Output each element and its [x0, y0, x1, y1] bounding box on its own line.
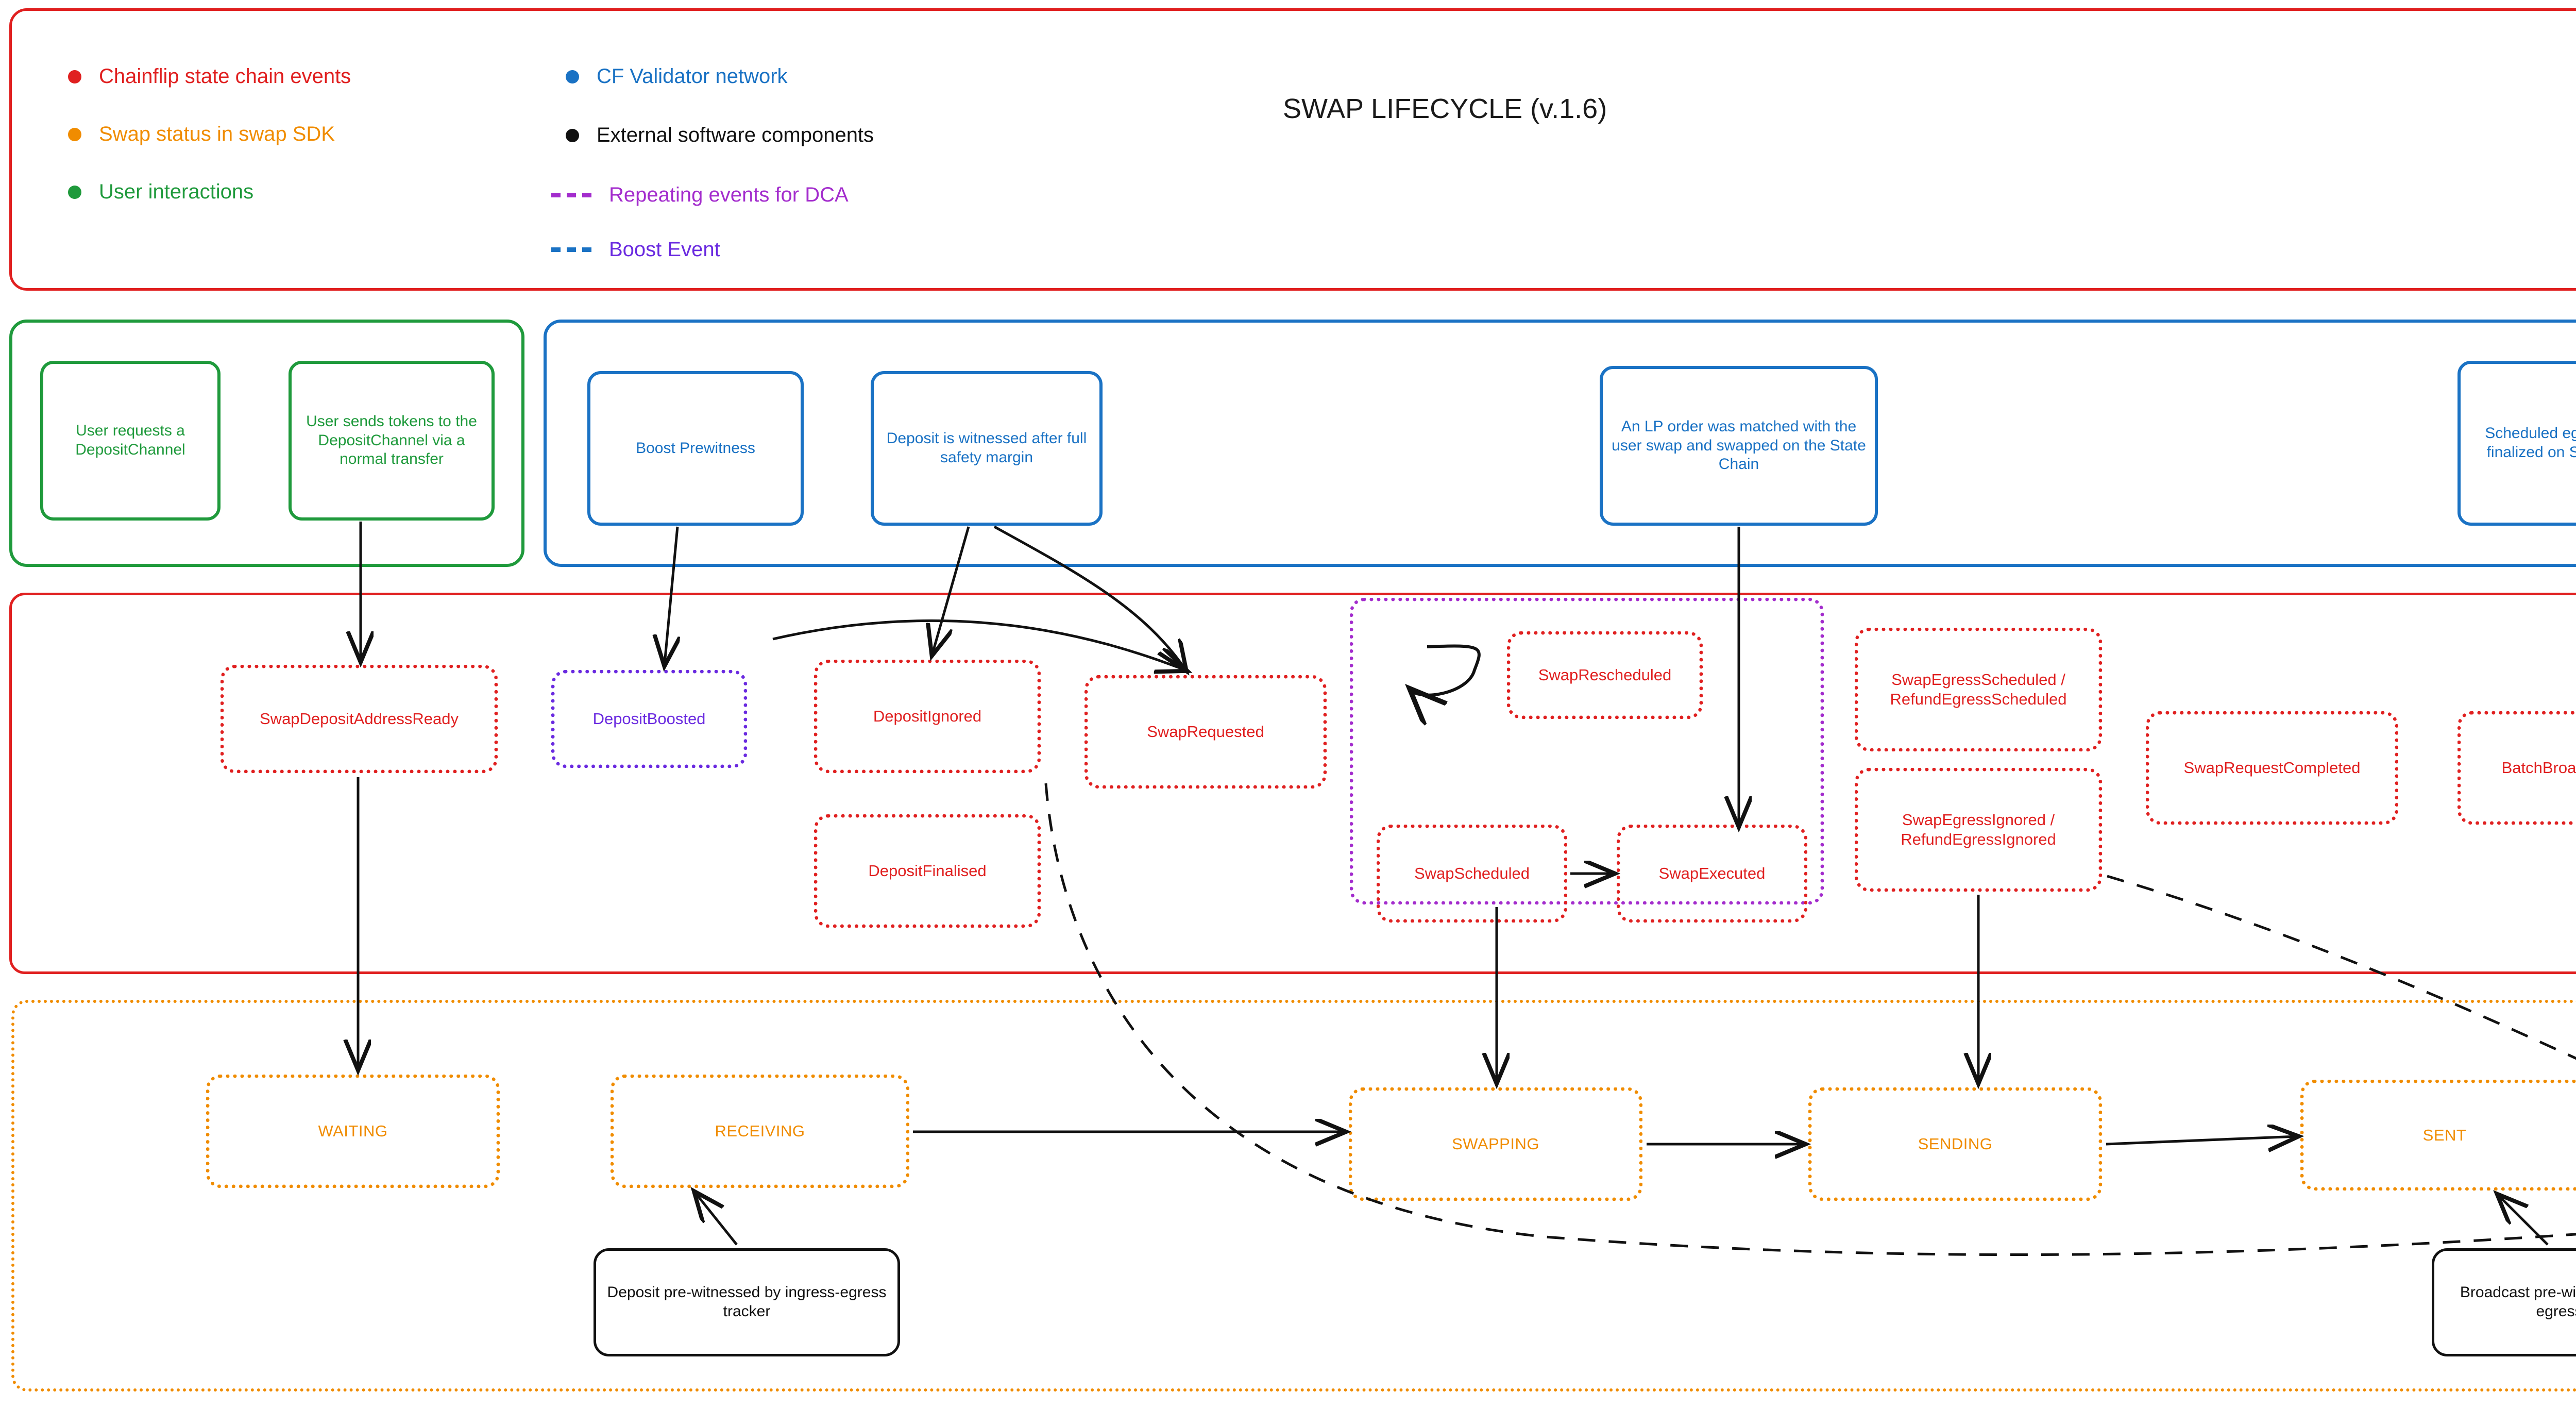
note-label: Broadcast pre-witnessed by ingress-egres… [2460, 1284, 2576, 1320]
node-label: An LP order was matched with the user sw… [1612, 418, 1866, 473]
legend-label: Swap status in swap SDK [99, 123, 335, 145]
legend-item-6: Boost Event [551, 238, 720, 261]
swap-sdk-status-container [11, 1000, 2576, 1392]
node-status-receiving[interactable]: RECEIVING [611, 1075, 909, 1188]
node-status-swapping[interactable]: SWAPPING [1349, 1087, 1642, 1201]
node-label: DepositFinalised [868, 862, 987, 880]
validator-network-container [544, 320, 2576, 567]
node-label: SWAPPING [1452, 1135, 1539, 1153]
node-lp-order-matched[interactable]: An LP order was matched with the user sw… [1600, 366, 1878, 526]
node-label: Deposit is witnessed after full safety m… [886, 430, 1087, 466]
node-label: SwapExecuted [1658, 864, 1766, 883]
node-label: BatchBroadcastRequested [2501, 759, 2576, 777]
legend-label: Chainflip state chain events [99, 65, 351, 88]
node-label: SwapEgressScheduled / RefundEgressSchedu… [1890, 671, 2067, 708]
node-label: SENT [2422, 1126, 2467, 1144]
node-user-requests-deposit-channel[interactable]: User requests a DepositChannel [40, 361, 221, 521]
legend-dot-icon [566, 70, 579, 83]
node-label: DepositBoosted [592, 710, 706, 728]
node-label: WAITING [318, 1122, 388, 1141]
node-status-sending[interactable]: SENDING [1808, 1087, 2102, 1201]
legend-dot-icon [566, 128, 579, 142]
node-label: SwapRescheduled [1538, 666, 1672, 684]
node-label: Boost Prewitness [636, 439, 755, 457]
node-label: SwapScheduled [1414, 864, 1530, 883]
node-swap-request-completed[interactable]: SwapRequestCompleted [2146, 711, 2398, 825]
node-batch-broadcast-requested[interactable]: BatchBroadcastRequested [2458, 711, 2576, 825]
node-swap-requested[interactable]: SwapRequested [1084, 675, 1327, 789]
legend-dot-icon [68, 127, 81, 141]
node-label: SwapRequestCompleted [2183, 759, 2361, 777]
page-title: SWAP LIFECYCLE (v.1.6) [1283, 93, 1607, 124]
legend-label: User interactions [99, 180, 254, 203]
node-label: User sends tokens to the DepositChannel … [306, 413, 477, 468]
legend-item-3: CF Validator network [566, 65, 788, 88]
legend-dot-icon [68, 185, 81, 199]
legend-item-0: Chainflip state chain events [68, 65, 351, 88]
node-label: User requests a DepositChannel [75, 422, 185, 458]
node-swap-scheduled[interactable]: SwapScheduled [1377, 825, 1567, 923]
node-boost-prewitness[interactable]: Boost Prewitness [587, 371, 804, 526]
dashed-line-icon [551, 193, 591, 197]
node-status-waiting[interactable]: WAITING [206, 1075, 500, 1188]
node-deposit-ignored[interactable]: DepositIgnored [814, 660, 1041, 773]
node-deposit-finalised[interactable]: DepositFinalised [814, 814, 1041, 928]
node-deposit-boosted[interactable]: DepositBoosted [551, 670, 747, 768]
note-deposit-prewitness[interactable]: Deposit pre-witnessed by ingress-egress … [594, 1248, 900, 1356]
node-label: SwapRequested [1147, 723, 1264, 741]
legend-label: Boost Event [609, 238, 720, 261]
note-label: Deposit pre-witnessed by ingress-egress … [607, 1284, 887, 1320]
node-label: RECEIVING [715, 1122, 805, 1141]
node-scheduled-egresses-finalized[interactable]: Scheduled egresses are finalized on Stat… [2458, 361, 2576, 526]
node-label: SwapDepositAddressReady [260, 710, 459, 728]
node-swap-egress-scheduled[interactable]: SwapEgressScheduled / RefundEgressSchedu… [1855, 628, 2102, 751]
note-broadcast-prewitness[interactable]: Broadcast pre-witnessed by ingress-egres… [2432, 1248, 2576, 1356]
legend-item-1: Swap status in swap SDK [68, 123, 335, 146]
node-swap-rescheduled[interactable]: SwapRescheduled [1507, 631, 1703, 719]
dashed-line-icon [551, 247, 591, 252]
node-status-sent[interactable]: SENT [2300, 1080, 2576, 1191]
node-label: Scheduled egresses are finalized on Stat… [2485, 425, 2576, 461]
legend-label: External software components [597, 124, 874, 146]
node-swap-egress-ignored[interactable]: SwapEgressIgnored / RefundEgressIgnored [1855, 768, 2102, 892]
node-label: DepositIgnored [873, 707, 982, 726]
user-interactions-container [9, 320, 524, 567]
node-label: SwapEgressIgnored / RefundEgressIgnored [1901, 811, 2056, 848]
node-swap-executed[interactable]: SwapExecuted [1617, 825, 1807, 923]
node-swap-deposit-address-ready[interactable]: SwapDepositAddressReady [221, 665, 498, 773]
legend-label: CF Validator network [597, 65, 788, 88]
node-deposit-witnessed[interactable]: Deposit is witnessed after full safety m… [871, 371, 1103, 526]
node-user-sends-tokens[interactable]: User sends tokens to the DepositChannel … [289, 361, 495, 521]
legend-label: Repeating events for DCA [609, 183, 849, 206]
legend-container [9, 8, 2576, 291]
legend-dot-icon [68, 70, 81, 83]
legend-item-5: Repeating events for DCA [551, 183, 849, 207]
legend-item-2: User interactions [68, 180, 253, 204]
legend-item-4: External software components [566, 124, 874, 147]
node-label: SENDING [1918, 1135, 1993, 1153]
